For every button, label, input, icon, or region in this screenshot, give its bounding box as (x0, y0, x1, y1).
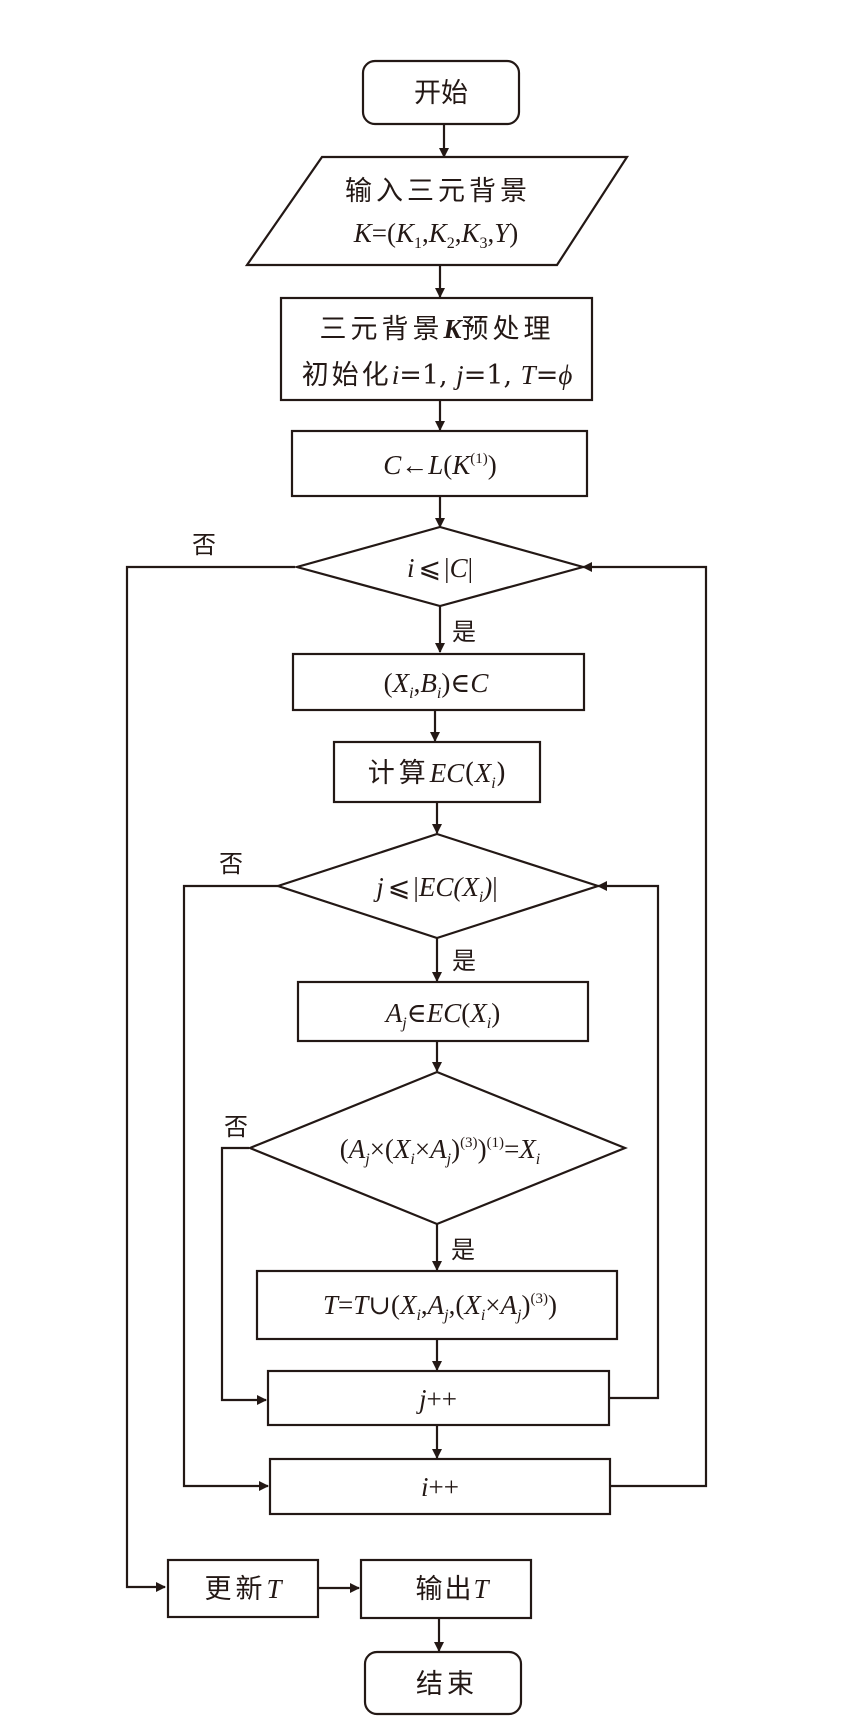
terminator-start-shape (361, 59, 521, 126)
end-label: 结束 (416, 1669, 478, 1700)
decision-cond-eq-shape (247, 1070, 628, 1226)
pick-xb-formula: (Xi,Bi)∈C (384, 668, 490, 702)
node-output-t: 输出T (359, 1558, 533, 1620)
input-title: 输入三元背景 (345, 176, 531, 207)
calc-ec-formula: 计算EC(Xi) (368, 758, 507, 792)
process-calc-ec-shape (332, 740, 542, 804)
process-pick-xb-shape (291, 652, 586, 712)
decision-cond-j-shape (274, 832, 602, 940)
node-preprocess: 三元背景K预处理 初始化i=1, j=1, T=ϕ (279, 296, 594, 402)
node-cond-j: j⩽|EC(Xi)| (274, 832, 602, 940)
edge-condi-no-refresh (125, 565, 295, 1592)
output-t-label: 输出T (415, 1574, 490, 1605)
node-update-t: T=T∪(Xi,Aj,(Xi×Aj)(3)) (255, 1269, 619, 1341)
connectors (125, 125, 708, 1652)
label-condj-yes: 是 (452, 947, 476, 975)
node-pick-xb: (Xi,Bi)∈C (291, 652, 586, 712)
cond-eq-formula: (Aj×(Xi×Aj)(3))(1)=Xi (340, 1134, 541, 1168)
process-output-t-shape (359, 1558, 533, 1620)
process-preprocess-shape (279, 296, 594, 402)
inc-i-formula: i++ (421, 1472, 459, 1502)
label-condi-yes: 是 (452, 618, 476, 646)
update-t-formula: T=T∪(Xi,Aj,(Xi×Aj)(3)) (323, 1290, 557, 1324)
node-refresh-t: 更新T (166, 1558, 320, 1619)
preprocess-line2: 初始化i=1, j=1, T=ϕ (302, 360, 573, 391)
node-inc-j: j++ (266, 1369, 611, 1427)
edge-condeq-no-incj (220, 1146, 267, 1405)
decision-cond-i-shape (292, 525, 588, 608)
start-label: 开始 (414, 78, 468, 109)
compute-c-formula: C←L(K(1)) (383, 450, 497, 480)
node-calc-ec: 计算EC(Xi) (332, 740, 542, 804)
node-cond-eq: (Aj×(Xi×Aj)(3))(1)=Xi (247, 1070, 628, 1226)
cond-i-formula: i⩽|C| (407, 553, 473, 583)
terminator-end-shape (363, 1650, 523, 1716)
node-start: 开始 (361, 59, 521, 126)
process-inc-j-shape (266, 1369, 611, 1427)
node-pick-a: Aj∈EC(Xi) (296, 980, 590, 1043)
node-cond-i: i⩽|C| (292, 525, 588, 608)
label-condj-no: 否 (219, 850, 243, 878)
inc-j-formula: j++ (416, 1384, 457, 1414)
pick-a-formula: Aj∈EC(Xi) (384, 998, 500, 1032)
edge-inci-loop-condi (582, 562, 708, 1488)
io-input-shape (244, 155, 630, 267)
process-refresh-t-shape (166, 1558, 320, 1619)
label-condeq-no: 否 (224, 1113, 248, 1141)
node-input: 输入三元背景 K=(K1,K2,K3,Y) (244, 155, 630, 267)
process-update-t-shape (255, 1269, 619, 1341)
process-pick-a-shape (296, 980, 590, 1043)
node-compute-c: C←L(K(1)) (290, 429, 589, 498)
refresh-t-label: 更新T (204, 1574, 283, 1605)
label-condeq-yes: 是 (451, 1236, 475, 1264)
node-end: 结束 (363, 1650, 523, 1716)
cond-j-formula: j⩽|EC(Xi)| (373, 872, 497, 906)
preprocess-line1: 三元背景K预处理 (319, 314, 554, 345)
label-condi-no: 否 (192, 531, 216, 559)
edge-condj-no-inci (182, 884, 278, 1491)
process-inc-i-shape (268, 1457, 612, 1516)
process-compute-c-shape (290, 429, 589, 498)
input-formula: K=(K1,K2,K3,Y) (353, 218, 519, 252)
node-inc-i: i++ (268, 1457, 612, 1516)
edge-incj-loop-condj (597, 881, 660, 1400)
